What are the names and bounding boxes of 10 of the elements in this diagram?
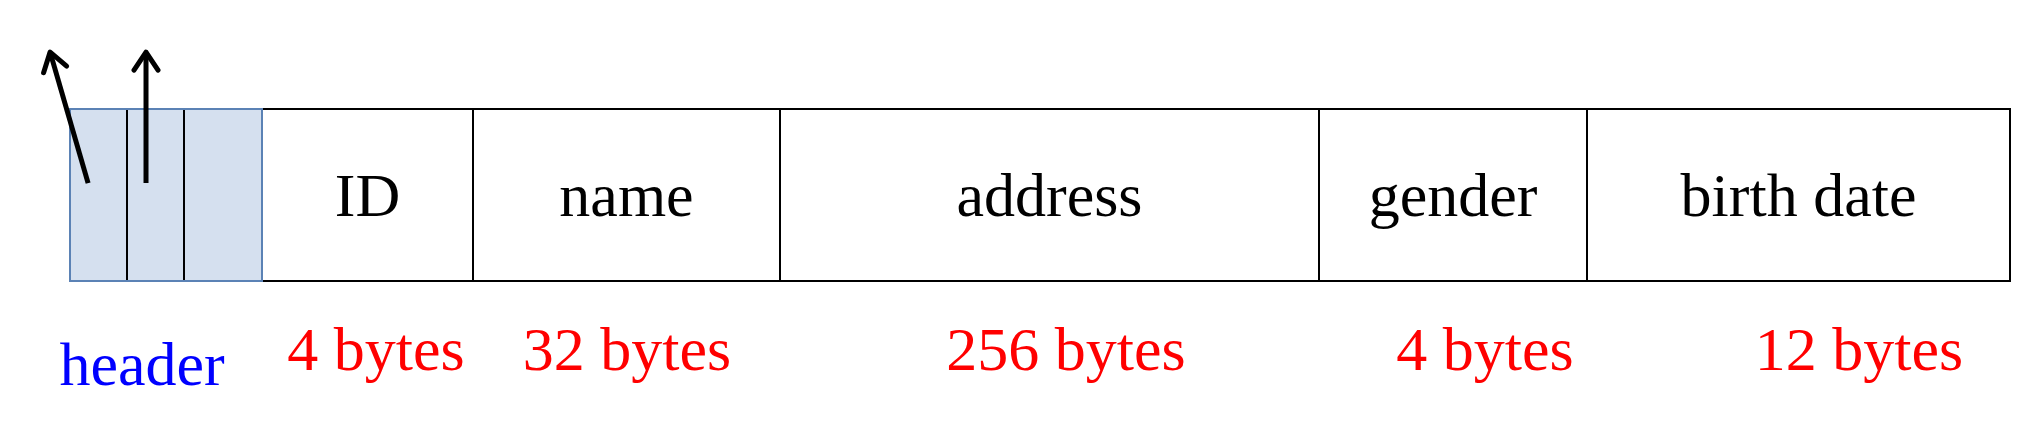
- arrow: [41, 49, 91, 184]
- header-label: header: [59, 333, 225, 395]
- header-slot: [71, 110, 128, 280]
- field-name: ID: [334, 164, 401, 226]
- field-name: address: [956, 164, 1143, 226]
- field-name: name: [559, 164, 694, 226]
- arrow: [131, 49, 161, 184]
- header-slot: [185, 110, 261, 280]
- field-name: birth date: [1680, 164, 1917, 226]
- header-slot: [128, 110, 185, 280]
